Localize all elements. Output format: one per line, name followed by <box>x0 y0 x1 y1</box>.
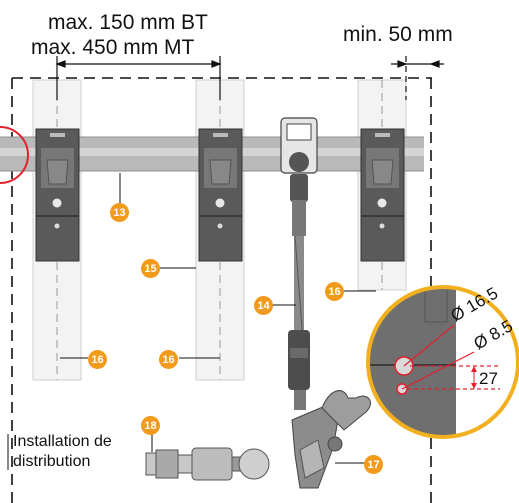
callout-16-left: 16 <box>88 350 107 369</box>
spacing-bt-label: max. 150 mm BT <box>48 11 208 34</box>
callout-16-middle: 16 <box>159 350 178 369</box>
callout-13: 13 <box>110 203 129 222</box>
distribution-label: Installation de distribution <box>13 432 112 472</box>
callout-16-right: 16 <box>325 282 344 301</box>
callout-15: 15 <box>141 259 160 278</box>
earthing-clamp <box>291 390 371 489</box>
distribution-label-line2: distribution <box>13 453 91 470</box>
spacing-mt-label: max. 450 mm MT <box>31 36 195 59</box>
dimension-lines <box>55 56 444 100</box>
rail-cut-highlight <box>0 126 29 184</box>
distribution-label-line1: Installation de <box>13 433 112 450</box>
min-clearance-label: min. 50 mm <box>343 23 453 46</box>
earthing-device <box>280 117 318 410</box>
callout-17: 17 <box>364 455 383 474</box>
bracket-left <box>35 128 80 262</box>
distribution-connector <box>145 447 270 481</box>
bracket-middle <box>198 128 243 262</box>
boundary-dashes <box>11 77 432 503</box>
hole-spacing-label: 27 <box>479 369 498 388</box>
bracket-right <box>360 128 405 262</box>
callout-14: 14 <box>254 296 273 315</box>
callout-18: 18 <box>141 416 160 435</box>
